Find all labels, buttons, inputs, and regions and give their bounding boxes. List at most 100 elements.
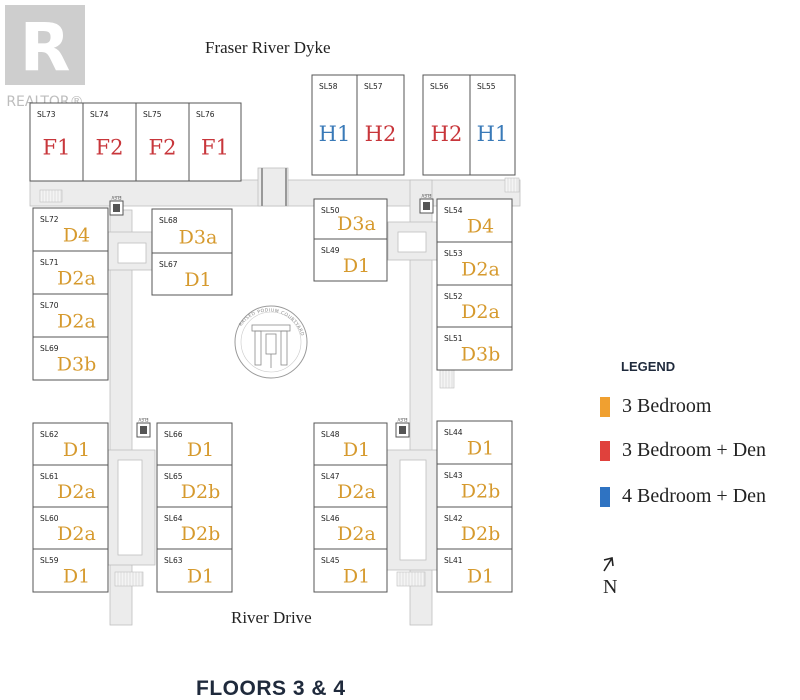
unit-type: F2 [149, 135, 177, 159]
unit-type: D3a [337, 213, 376, 235]
unit-id: SL70 [40, 301, 59, 310]
unit-id: SL46 [321, 514, 340, 523]
unit-outline [32, 293, 109, 338]
unit-id: SL42 [444, 514, 463, 523]
unit-outline [156, 422, 233, 466]
unit-type: F1 [43, 135, 71, 159]
unit-type: H1 [319, 122, 351, 146]
realtor-logo: R REALTOR® [0, 0, 100, 114]
unit-id: SL67 [159, 260, 178, 269]
legend-label: 3 Bedroom + Den [622, 439, 767, 461]
north-arrow-icon [598, 553, 622, 579]
unit-type: D2a [57, 523, 96, 545]
unit-type: D4 [63, 225, 90, 247]
unit-id: SL44 [444, 428, 463, 437]
legend-swatch [600, 486, 610, 507]
unit-id: SL48 [321, 430, 340, 439]
unit-type: D1 [467, 566, 494, 588]
unit-outline [469, 74, 516, 176]
unit-outline [436, 463, 513, 508]
unit-id: SL57 [364, 82, 383, 91]
unit-outline [32, 250, 109, 295]
unit-id: SL53 [444, 249, 463, 258]
unit-id: SL76 [196, 110, 215, 119]
elevator-icon: ELEV [136, 417, 151, 438]
unit-id: SL52 [444, 292, 463, 301]
unit-id: SL71 [40, 258, 59, 267]
unit-id: SL45 [321, 556, 340, 565]
unit-type: D2a [57, 311, 96, 333]
legend-item-3-bedroom-den: 3 Bedroom + Den [600, 439, 766, 462]
bottom-street-label: River Drive [231, 608, 312, 627]
unit-type: D2a [337, 523, 376, 545]
unit-outline [156, 506, 233, 550]
unit-type: F2 [96, 135, 124, 159]
unit-id: SL61 [40, 472, 59, 481]
unit-type: D2a [57, 268, 96, 290]
unit-outline [436, 198, 513, 243]
unit-id: SL72 [40, 215, 59, 224]
elevator-label: ELEV [111, 195, 121, 200]
unit-outline [188, 102, 242, 182]
elevator-label: ELEV [138, 417, 148, 422]
courtyard-label: RAISED PODIUM COURTYARD [238, 307, 305, 337]
legend-swatch [600, 440, 610, 461]
svg-text:RAISED PODIUM COURTYARD: RAISED PODIUM COURTYARD [238, 307, 305, 337]
unit-outline [32, 336, 109, 381]
unit-type: D2b [461, 481, 500, 503]
unit-id: SL75 [143, 110, 162, 119]
unit-id: SL65 [164, 472, 183, 481]
unit-outline [436, 241, 513, 286]
unit-type: D3b [461, 344, 500, 366]
unit-outline [82, 102, 137, 182]
unit-id: SL41 [444, 556, 463, 565]
legend-swatch [600, 396, 610, 417]
floors-title: FLOORS 3 & 4 [196, 677, 346, 700]
unit-id: SL56 [430, 82, 449, 91]
elevator-label: ELEV [421, 193, 431, 198]
unit-type: D4 [467, 216, 494, 238]
courtyard-emblem: RAISED PODIUM COURTYARD [234, 305, 308, 379]
legend-item-3-bedroom: 3 Bedroom [600, 395, 711, 418]
units-layer: SL73F1SL74F2SL75F2SL76F1SL58H1SL57H2SL56… [29, 74, 516, 593]
unit-outline [313, 506, 388, 550]
unit-type: H2 [431, 122, 463, 146]
unit-id: SL54 [444, 206, 463, 215]
unit-id: SL58 [319, 82, 338, 91]
svg-text:R: R [20, 9, 71, 86]
unit-outline [436, 548, 513, 593]
unit-type: D2b [181, 523, 220, 545]
top-street-label: Fraser River Dyke [205, 38, 331, 57]
unit-id: SL55 [477, 82, 496, 91]
